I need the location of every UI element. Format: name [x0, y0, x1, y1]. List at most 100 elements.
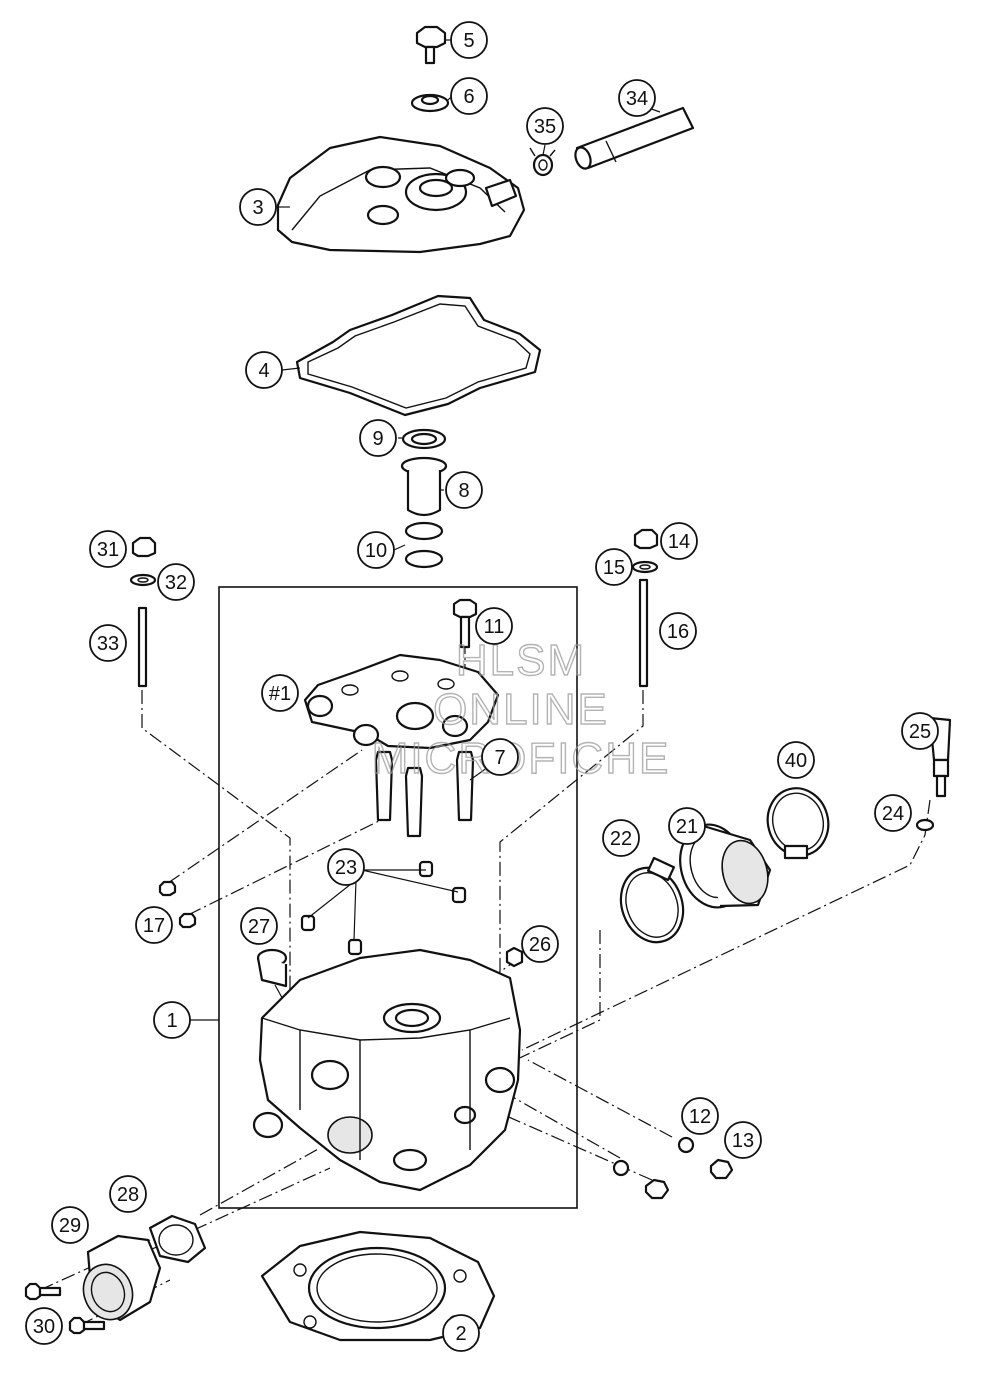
- callout-circle: [874, 794, 912, 832]
- part-nut-31: [131, 536, 157, 558]
- callout-circle: [595, 548, 633, 586]
- callout-circle: [357, 531, 395, 569]
- callout-circle: [51, 1206, 89, 1244]
- callout-circle: [135, 906, 173, 944]
- part-cam-carrier-1: [303, 653, 500, 750]
- callout-circle: [526, 107, 564, 145]
- callout-c5: 5: [450, 21, 488, 59]
- callout-label: 14: [668, 531, 690, 553]
- part-seal-ring-9: [401, 428, 447, 450]
- part-stud-33: [137, 606, 148, 688]
- callout-label: 31: [97, 539, 119, 561]
- part-plug-26: [505, 946, 524, 968]
- callout-circle: [109, 1175, 147, 1213]
- callout-label: 33: [97, 633, 119, 655]
- watermark-line-1: HLSM: [456, 636, 586, 685]
- callout-label: 9: [372, 428, 383, 450]
- callout-label: 27: [248, 916, 270, 938]
- part-tube-8: [400, 456, 448, 517]
- callout-label: 11: [484, 616, 505, 638]
- callout-label: 35: [534, 116, 556, 138]
- callout-label: 25: [909, 721, 931, 743]
- part-hose-34: [574, 106, 695, 170]
- callout-circle: [239, 188, 277, 226]
- callout-c30: 30: [25, 1307, 63, 1345]
- part-valve-cover-3: [276, 135, 526, 254]
- callout-label: 23: [335, 857, 357, 879]
- callout-label: 1: [166, 1010, 177, 1032]
- callout-circle: [445, 471, 483, 509]
- callout-c10: 10: [357, 531, 395, 569]
- callout-label: 24: [882, 803, 904, 825]
- callout-circle: [724, 1121, 762, 1159]
- part-guides-7: [374, 750, 475, 838]
- part-clamp-35: [529, 147, 556, 177]
- callout-circle: [240, 907, 278, 945]
- callout-c3: 3: [239, 188, 277, 226]
- callout-circle: [245, 351, 283, 389]
- callout-label: 30: [33, 1316, 55, 1338]
- callout-circle: [668, 807, 706, 845]
- callout-c21: 21: [668, 807, 706, 845]
- callout-circle: [157, 563, 195, 601]
- callout-label: 17: [143, 915, 165, 937]
- callout-circle: [681, 1097, 719, 1135]
- callout-circle: [481, 738, 519, 776]
- part-washer-15: [631, 560, 659, 574]
- callout-label: 26: [529, 934, 551, 956]
- callout-c4: 4: [245, 351, 283, 389]
- part-stud-16: [638, 578, 649, 688]
- callout-c12: 12: [681, 1097, 719, 1135]
- part-bolt-11: [452, 598, 478, 649]
- callout-c9: 9: [359, 419, 397, 457]
- part-grommet-6: [410, 93, 450, 113]
- callout-circle: [660, 522, 698, 560]
- callout-c14: 14: [660, 522, 698, 560]
- part-bolt-5: [415, 25, 447, 65]
- callout-c6: 6: [450, 77, 488, 115]
- callout-circle: [475, 607, 513, 645]
- callout-circle: [450, 21, 488, 59]
- callout-label: 2: [455, 1323, 466, 1345]
- callout-circle: [89, 530, 127, 568]
- callout-c29: 29: [51, 1206, 89, 1244]
- callout-circle: [777, 741, 815, 779]
- part-nut-14: [633, 528, 659, 550]
- callout-c11: 11: [475, 607, 513, 645]
- part-nuts-17: [158, 880, 197, 929]
- part-head-gasket-2: [260, 1230, 496, 1342]
- callout-c7: 7: [481, 738, 519, 776]
- part-washer-32: [129, 573, 157, 587]
- part-bolts-30: [24, 1282, 106, 1335]
- watermark-line-2: ONLINE: [433, 685, 609, 734]
- callout-label: #1: [269, 683, 291, 705]
- callout-label: 32: [165, 572, 187, 594]
- callout-label: 16: [667, 621, 689, 643]
- callout-label: 28: [117, 1184, 139, 1206]
- callout-circle: [261, 674, 299, 712]
- group-frame: [218, 586, 578, 1209]
- part-o-rings-10: [404, 521, 444, 569]
- callout-label: 8: [458, 480, 469, 502]
- callout-label: 40: [785, 750, 807, 772]
- callout-label: 6: [463, 86, 474, 108]
- part-cylinder-head-1: [252, 948, 522, 1192]
- callout-label: 12: [689, 1106, 711, 1128]
- part-clamp-40: [766, 787, 830, 860]
- callout-c26: 26: [521, 925, 559, 963]
- callout-c1: 1: [153, 1001, 191, 1039]
- callout-c22: 22: [602, 819, 640, 857]
- callout-c15: 15: [595, 548, 633, 586]
- callout-circle: [659, 612, 697, 650]
- callout-c32: 32: [157, 563, 195, 601]
- callout-label: 4: [258, 360, 269, 382]
- callout-c8: 8: [445, 471, 483, 509]
- part-gasket-4: [295, 294, 542, 417]
- callout-c34: 34: [618, 79, 656, 117]
- part-plug-bottom: [644, 1178, 670, 1200]
- part-washer-24: [915, 818, 935, 832]
- callout-circle: [359, 419, 397, 457]
- part-ring-12: [677, 1136, 695, 1154]
